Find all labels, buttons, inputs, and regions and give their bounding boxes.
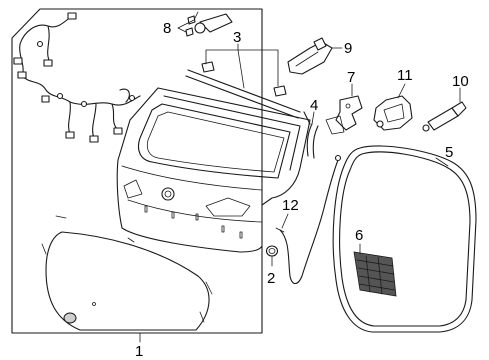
wiring-harness: [13, 12, 141, 143]
spoiler-strips: [185, 61, 311, 125]
callout-11: 11: [397, 67, 413, 84]
support-strut: [422, 101, 467, 132]
callout-2: 2: [267, 270, 275, 287]
weatherstrip-seal: [332, 145, 477, 333]
leader-lines: [139, 19, 461, 343]
callout-10: 10: [452, 73, 469, 90]
grille-vent: [353, 251, 397, 297]
callout-9: 9: [344, 40, 352, 57]
callout-12: 12: [282, 197, 299, 214]
bumper-strip: [306, 123, 319, 159]
callout-3: 3: [233, 29, 241, 46]
grommet: [265, 245, 279, 257]
rear-window-glass: [41, 215, 213, 331]
callout-8: 8: [163, 20, 171, 37]
latch-assembly: [373, 95, 413, 131]
lamp-assembly: [185, 11, 233, 37]
callout-1: 1: [135, 343, 143, 360]
callout-5: 5: [445, 144, 453, 161]
liftgate-panel: [116, 87, 311, 253]
callout-6: 6: [355, 227, 363, 244]
latch-bracket: [325, 95, 363, 135]
release-cable: [275, 154, 342, 285]
wiper-motor: [287, 37, 333, 75]
callout-7: 7: [347, 69, 355, 86]
callout-4: 4: [310, 97, 318, 114]
